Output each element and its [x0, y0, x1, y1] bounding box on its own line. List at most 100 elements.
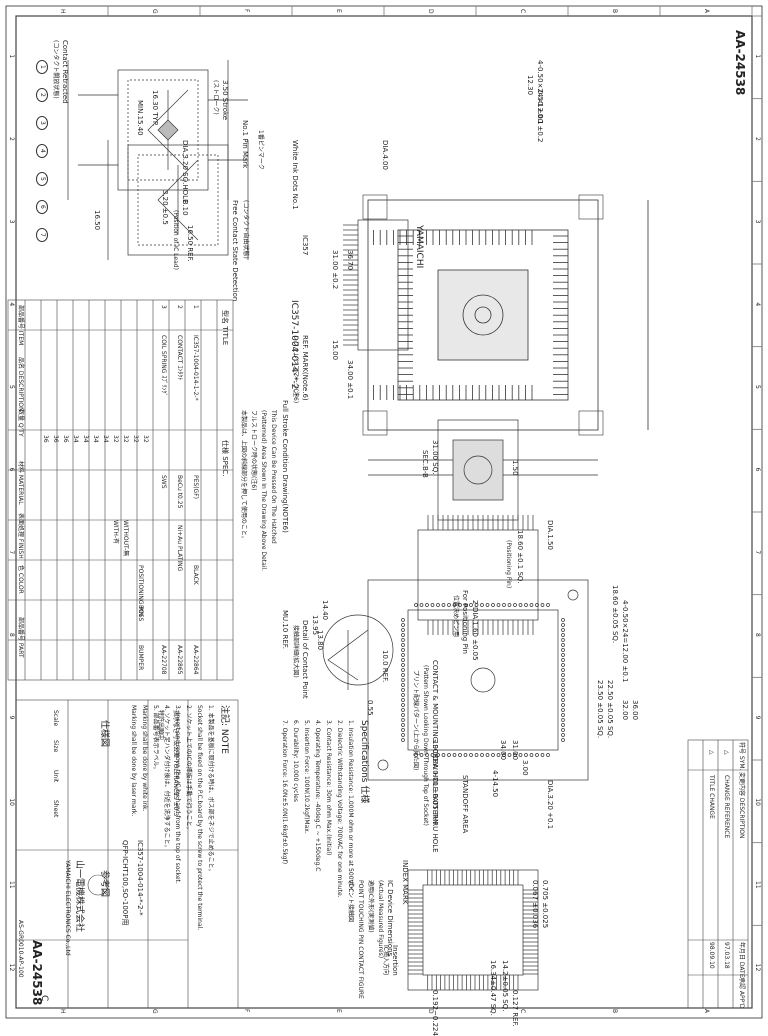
bom-bumper: BUMPER — [137, 645, 144, 671]
bom-boss: BOSS — [137, 605, 144, 622]
detail-13-80: 13.80 — [316, 630, 324, 651]
ref-mark-jp: レファレンスマーク(注6) — [292, 335, 299, 404]
callout-number: 7 — [36, 228, 48, 242]
revision-mark: △ — [723, 750, 730, 755]
bom-col-value: 34 — [82, 435, 89, 443]
pcb-dim-22-50: 22.50 ±0.05 SQ. — [606, 680, 614, 739]
dim-12-30: 12.30 — [526, 75, 534, 96]
pcb-dim-18-60: 18.60 ±0.05 SQ. — [611, 585, 619, 644]
bom-header: 品名 DESCRIPTION — [17, 357, 24, 412]
free-contact: Free Contact State Detection — [231, 200, 239, 302]
detail-mu: MU.10 REF. — [281, 610, 289, 649]
bom-header: 部品番号 ITEM — [17, 305, 24, 346]
bom-with: WITH-有 — [112, 520, 119, 545]
bom-col-value: 32 — [112, 435, 119, 443]
stamp-label: 参考図 — [99, 870, 109, 898]
bom-table — [7, 299, 234, 681]
detail-title-jp: 接触部詳細(拡大図) — [292, 625, 299, 678]
part-no-title: IC357-1004-014-*-2-* — [136, 840, 144, 916]
bom-row-item: 2 — [176, 305, 183, 309]
side-view-left — [343, 219, 409, 351]
grid-col-label: D — [427, 1009, 434, 1014]
full-stroke-4: 本製品は、上図の斜線部分を押して使用のこと。 — [240, 410, 247, 542]
spec-title: Specifications 仕様 — [359, 720, 369, 804]
grid-col-label: B — [611, 1009, 618, 1014]
grid-row-label: 7 — [8, 550, 15, 555]
note-item: Marking shall be done by white ink. — [141, 705, 148, 812]
pcb-pattern — [367, 579, 589, 781]
revision-header: 変更内容 DESCRIPTION — [738, 772, 745, 839]
grid-row-label: 12 — [754, 963, 761, 972]
spec-item: 7. Operation Force: 16.0N±5.0N(1.6kgf±0.… — [281, 720, 288, 865]
bom-row-material: SWS — [160, 475, 167, 489]
note-item: 2. ソケット上でのICの挿抜は手動で行うこと。 — [185, 705, 192, 833]
grid-row-label: 10 — [754, 798, 761, 806]
bom-header: 材料 MATERIAL — [17, 461, 24, 505]
pcb-standoff: STANDOFF AREA — [461, 775, 469, 834]
bom-row-item: 3 — [160, 305, 167, 309]
grid-col-label: F — [243, 9, 250, 13]
pcb-dim-4-050: 4-0.50×24=12.00 ±0.1 — [621, 600, 629, 683]
grid-row-label: 6 — [754, 467, 761, 472]
brand-yamaichi: YAMAICHI — [414, 225, 424, 269]
bom-title: 型名 TITLE — [221, 310, 229, 346]
pcb-dim-36: 36.00 — [631, 700, 639, 721]
grid-col-label: H — [59, 1009, 66, 1014]
grid-col-label: F — [243, 1009, 250, 1013]
free-contact-jp: (コンタクト自由状態) — [242, 200, 249, 259]
grid-col-label: A — [703, 9, 710, 14]
note-item: Socket shall be fixed on the P.C.board b… — [196, 705, 203, 931]
spec-item: 4. Operating Temperature: -40deg.C ~ +15… — [314, 720, 321, 872]
grid-row-label: 5 — [754, 385, 761, 389]
pcb-dim-23-50: 23.50 ±0.05 SQ. — [596, 680, 604, 739]
ic-d-0705: 0.705 ±0.025 — [541, 880, 549, 929]
spec-item: 2. Dielectric Withstanding Voltage: 700V… — [336, 720, 343, 898]
bom-header: 表面処理 FINISH — [17, 513, 24, 559]
bom-row-desc: COIL SPRING ｽﾌﾟﾘﾝｸﾞ — [160, 335, 167, 397]
pcb-dia-3-20: DIA.3.20 +0.1 — [546, 780, 554, 830]
pcb-dim-32: 32.00 — [621, 700, 629, 721]
revision-desc: CHANGE REFERENCE — [723, 775, 730, 839]
grid-row-label: 1 — [754, 54, 761, 59]
grid-row-label: 3 — [8, 219, 15, 224]
bom-col-value: 34 — [102, 435, 109, 443]
dim-4-050: 4-0.50×24=12.00 ±0.2 — [536, 60, 544, 143]
grid-row-label: 1 — [8, 54, 15, 59]
bom-row-material: BeCu t0.25 — [176, 475, 183, 509]
dim-16-50: 16.50 — [93, 210, 101, 231]
callout-number: 5 — [36, 172, 48, 186]
contact-detail — [322, 614, 394, 690]
title-block — [15, 699, 239, 1009]
grid-row-label: 5 — [8, 385, 15, 389]
unit-label: Unit — [52, 770, 59, 783]
pcb-subtitle-jp: プリント配線パターン(上から見た図) — [412, 670, 419, 771]
tolerance-label: 指示なき寸法公差 TOLERANCES ±0.3 — [172, 710, 179, 817]
product-title: QFP-ICHT100,SO-100P用 — [121, 840, 129, 926]
grid-row-label: 9 — [8, 715, 15, 720]
grid-row-label: 4 — [754, 302, 761, 307]
bom-header: 部品番号 PART — [17, 617, 24, 658]
side-view-right — [417, 419, 539, 635]
grid-row-label: 8 — [754, 633, 761, 637]
bom-row-item: 1 — [192, 305, 199, 309]
stroke-sub: (ストローク) — [212, 80, 219, 115]
full-stroke-3: フルストローク時の状態(注6) — [250, 410, 257, 491]
hole-note: 2-DIA.1.60 ±0.05 — [471, 600, 479, 661]
grid-row-label: 6 — [8, 467, 15, 472]
rev-letter: C — [39, 995, 49, 1002]
bom-row-color: BLACK — [192, 565, 199, 585]
grid-col-label: C — [519, 9, 526, 14]
ref-mark: REF. MARK(Note.6) — [301, 335, 309, 401]
spec-item: 1. Insulation Resistance: 1,000M ohm or … — [347, 720, 354, 895]
revision-header: 年月日 DATE — [738, 942, 745, 978]
ic-insertion-jp: IC挿入方向 — [382, 945, 389, 975]
bom-row-part: AA-22708 — [160, 645, 167, 675]
dia-3-20: DIA.3.20 SQ.HOLE — [181, 140, 189, 204]
bom-header: 色 COLOR — [17, 565, 24, 594]
full-stroke-1: This Device Can Be Pressed On The Hatche… — [270, 410, 277, 544]
grid-col-label: B — [611, 9, 618, 14]
callout-number: 1 — [36, 60, 48, 74]
company-jp: 山一電機株式会社 — [74, 860, 84, 933]
